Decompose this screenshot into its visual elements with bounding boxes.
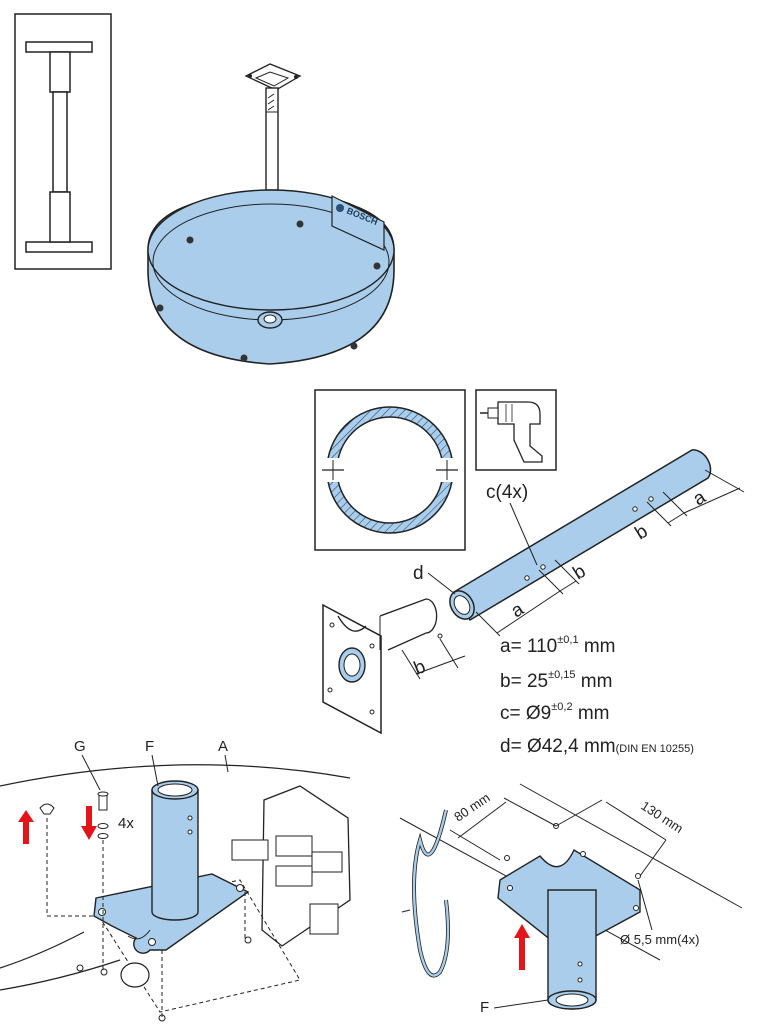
label-hole-dia: Ø 5,5 mm(4x): [620, 932, 699, 947]
dimension-table: a= 110±0,1 mm b= 25±0,15 mm c= Ø9±0,2 mm…: [500, 634, 694, 757]
label-screws-count: 4x: [118, 815, 134, 832]
label-130mm: 130 mm: [638, 798, 686, 836]
dim-b-lower: b: [570, 561, 590, 584]
label-A: A: [218, 738, 228, 755]
drilled-tube: a b b a c(4x) d: [413, 449, 745, 637]
drill-icon: [475, 389, 557, 471]
dim-a-upper: a: [690, 487, 710, 511]
dim-b-upper: b: [632, 521, 652, 544]
dim-row-a: a= 110±0,1 mm: [500, 634, 616, 657]
label-80mm: 80 mm: [451, 790, 492, 825]
dim-a-lower: a: [508, 599, 528, 623]
ceiling-mount-device: BOSCH: [147, 63, 395, 365]
dim-row-b: b= 25±0,15 mm: [500, 669, 612, 692]
label-G: G: [74, 738, 86, 755]
flange-plate-tube: b: [322, 598, 466, 735]
label-F-housing: F: [145, 738, 154, 755]
housing-mount: G F A 4x: [0, 738, 351, 1022]
dim-row-c: c= Ø9±0,2 mm: [500, 701, 610, 724]
dim-b-flange: b: [411, 656, 429, 679]
dim-row-d: d= Ø42,4 mm(DIN EN 10255): [500, 736, 694, 757]
label-c-count: c(4x): [486, 482, 528, 503]
label-F-plate: F: [480, 999, 489, 1016]
plate-dimensions: 80 mm 130 mm Ø 5,5 mm(4x) F: [399, 783, 743, 1016]
pipe-cross-section: [314, 389, 466, 551]
pipe-flange-thumbnail: [14, 13, 112, 270]
label-d: d: [413, 563, 424, 584]
